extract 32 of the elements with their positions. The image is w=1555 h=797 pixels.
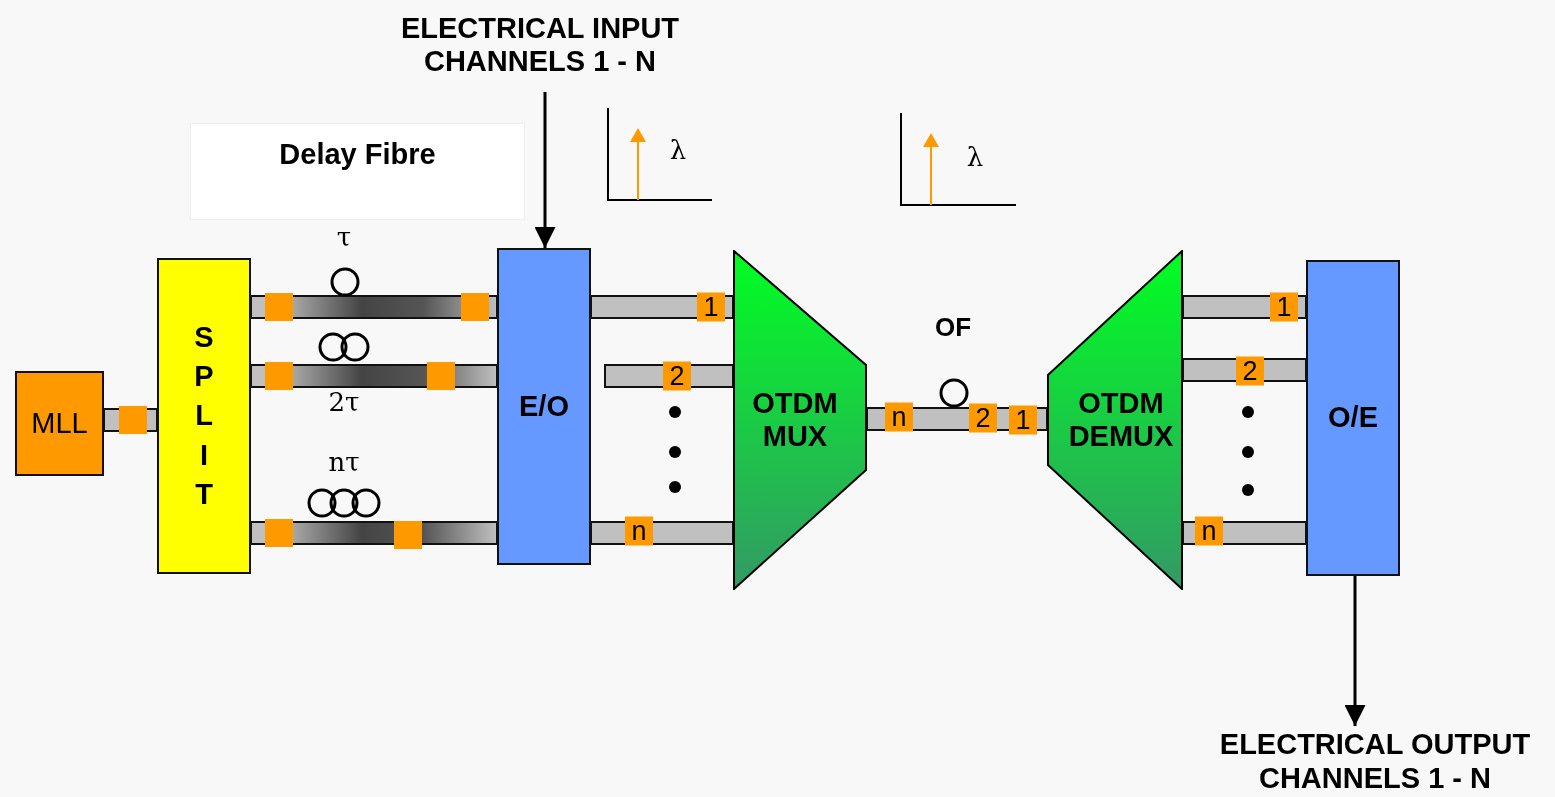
arrow — [1344, 576, 1366, 726]
node-label: MLL — [31, 406, 88, 441]
channel-number: 1 — [1270, 292, 1298, 322]
edge-label: nτ — [328, 449, 360, 475]
modulator-box — [497, 248, 591, 565]
channel-number: n — [1195, 516, 1223, 546]
channel-number: 1 — [697, 292, 725, 322]
node-label: OTDM MUX — [751, 386, 839, 454]
node-label: ELECTRICAL INPUT CHANNELS 1 - N — [399, 11, 681, 79]
laser-box — [15, 371, 104, 476]
edge-label: OF — [934, 314, 972, 340]
wavelength-label: λ — [966, 144, 984, 170]
channel-number: 1 — [1009, 405, 1037, 435]
node-label: Delay Fibre — [279, 138, 436, 172]
splitter-box — [157, 258, 251, 574]
channel-number: 2 — [969, 403, 997, 433]
node-label: SPLIT — [193, 320, 215, 512]
channel-number: 2 — [1236, 356, 1264, 386]
detector-box — [1306, 260, 1400, 576]
edge-label: 2τ — [328, 389, 360, 415]
demultiplexer-trapezoid — [1047, 250, 1183, 590]
channel-number: n — [625, 516, 653, 546]
wavelength-label: λ — [669, 137, 687, 163]
arrow — [534, 92, 556, 248]
channel-number: 2 — [663, 361, 691, 391]
node-label: ELECTRICAL OUTPUT CHANNELS 1 - N — [1218, 728, 1532, 795]
channel-number: n — [885, 402, 913, 432]
node-label: OTDM DEMUX — [1067, 386, 1175, 454]
node-label: E/O — [519, 389, 569, 424]
node-label: O/E — [1328, 401, 1378, 435]
edge-label: τ — [336, 224, 352, 250]
multiplexer-trapezoid — [733, 250, 867, 590]
